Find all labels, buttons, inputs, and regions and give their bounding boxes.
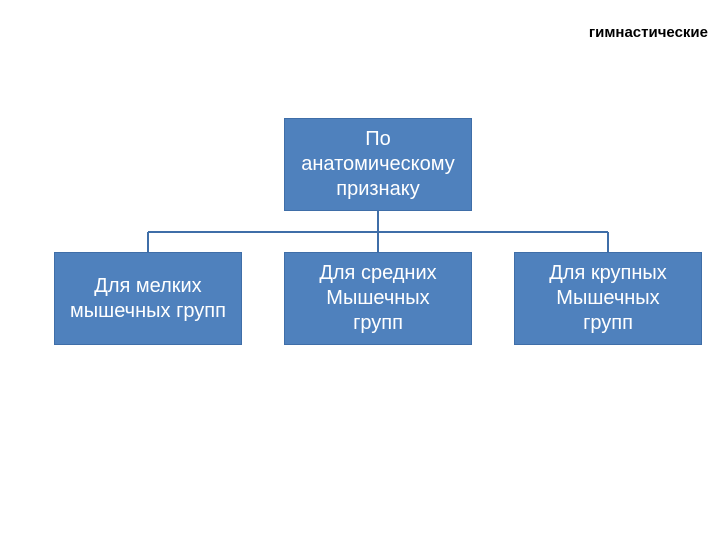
root-node: По анатомическому признаку (284, 118, 472, 211)
corner-title: гимнастические (588, 24, 708, 41)
child-node-medium-muscles: Для средних Мышечных групп (284, 252, 472, 345)
child-node-label: Для мелких мышечных групп (70, 274, 226, 322)
child-node-large-muscles: Для крупных Мышечных групп (514, 252, 702, 345)
child-node-small-muscles: Для мелких мышечных групп (54, 252, 242, 345)
root-node-label: По анатомическому признаку (301, 128, 455, 200)
child-node-label: Для крупных Мышечных групп (549, 262, 667, 334)
child-node-label: Для средних Мышечных групп (319, 262, 437, 334)
